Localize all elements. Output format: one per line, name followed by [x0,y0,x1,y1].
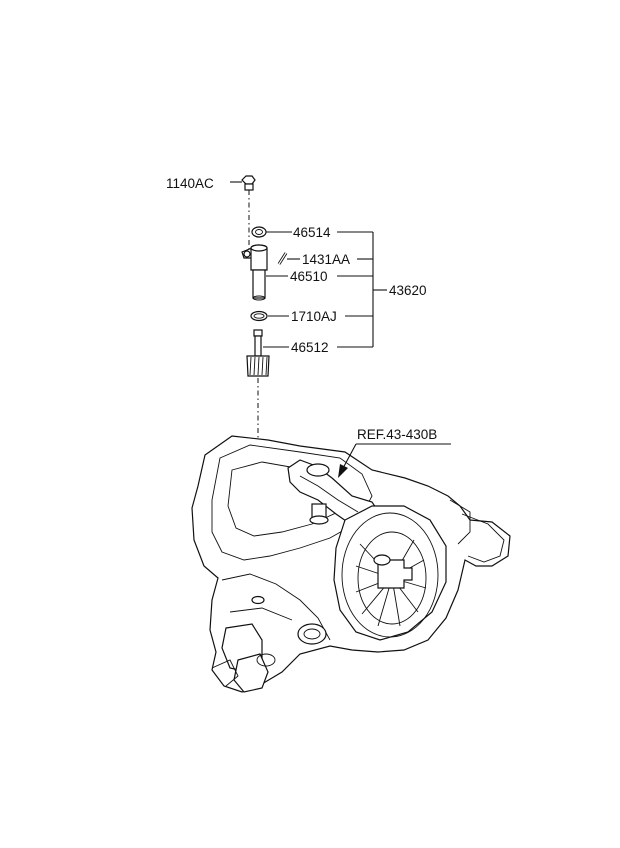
label-46510: 46510 [290,269,328,284]
assembly-bracket-43620 [337,231,387,348]
bolt-1140ac [230,175,256,191]
label-1140ac: 1140AC [166,176,214,191]
label-1431aa: 1431AA [302,252,350,267]
label-43620: 43620 [389,283,427,298]
label-46514: 46514 [293,225,331,240]
driven-gear-46512 [246,329,270,377]
ref-leader [341,443,357,471]
label-46512: 46512 [291,340,329,355]
label-1710aj: 1710AJ [291,309,337,324]
label-ref-43-430b: REF.43-430B [357,427,437,442]
speed-sensor-46510 [241,244,268,301]
pin-1431aa [277,252,300,265]
seal-46514 [251,226,267,238]
o-ring-1710aj [250,310,268,322]
ref-arrowhead [338,464,348,478]
transaxle-housing [191,435,511,693]
